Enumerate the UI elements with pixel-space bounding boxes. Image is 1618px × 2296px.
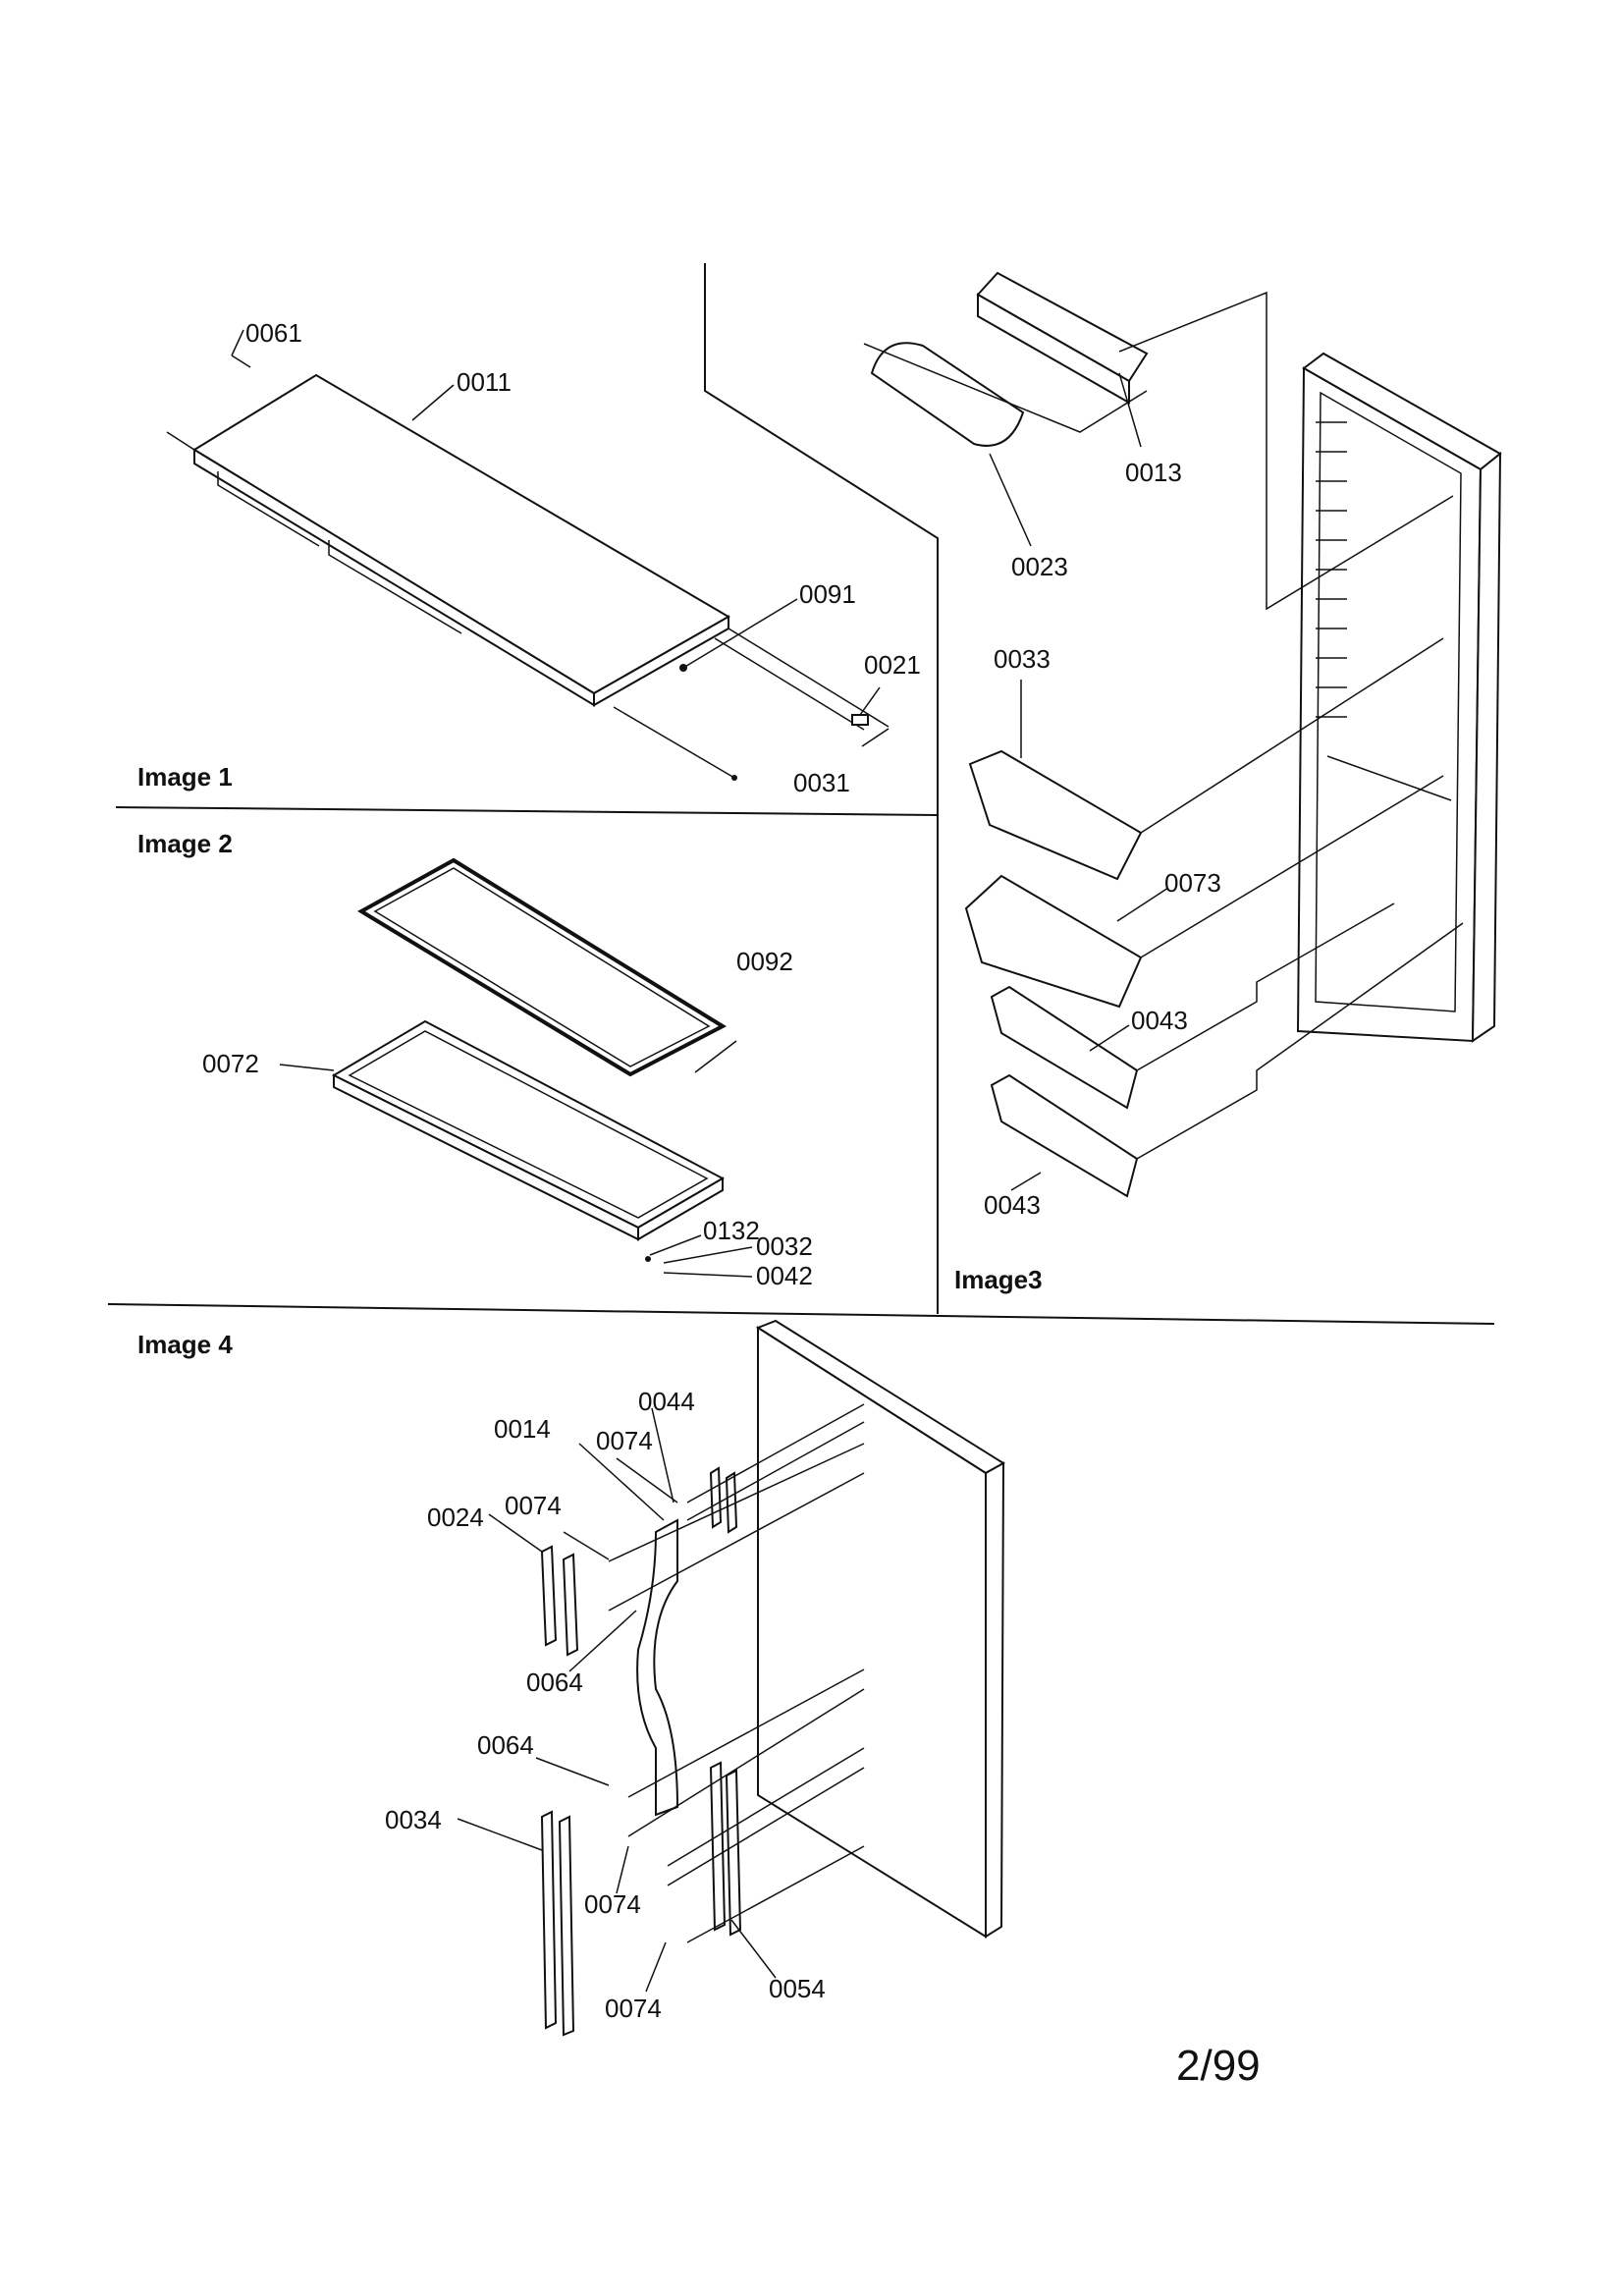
callout-0011: 0011 [457,367,512,397]
callout-0043-lower: 0043 [984,1190,1041,1220]
callout-0024: 0024 [427,1503,484,1532]
image4-door-handle-assembly [457,1319,1005,2037]
section-dividers [107,263,1495,1325]
callout-0013: 0013 [1125,458,1182,487]
callout-0074-bottom: 0074 [605,1994,662,2023]
section-label-image4: Image 4 [137,1330,233,1359]
callout-0064-lower: 0064 [477,1730,534,1760]
callout-0033: 0033 [994,644,1051,674]
image1-shelf-assembly [166,329,890,781]
callout-0074-top: 0074 [596,1426,653,1455]
callout-0054: 0054 [769,1974,826,2003]
callout-0061: 0061 [245,318,302,348]
callout-0021: 0021 [864,650,921,680]
callout-0092: 0092 [736,947,793,976]
image3-door-bins-assembly [863,271,1502,1198]
page-number: 2/99 [1176,2042,1261,2090]
callout-0064-upper: 0064 [526,1667,583,1697]
section-label-image3: Image3 [954,1265,1043,1294]
image2-glass-frame-assembly [279,857,753,1278]
callout-0091: 0091 [799,579,856,609]
callout-0044: 0044 [638,1387,695,1416]
callout-0074-mid: 0074 [584,1889,641,1919]
section-label-image2: Image 2 [137,829,233,858]
callout-0074-upper: 0074 [505,1491,562,1520]
callout-0023: 0023 [1011,552,1068,581]
liner-ribs [1316,421,1347,718]
callout-0073: 0073 [1164,868,1221,898]
callout-0132: 0132 [703,1216,760,1245]
callout-0042: 0042 [756,1261,813,1290]
callout-0034: 0034 [385,1805,442,1834]
callout-0014: 0014 [494,1414,551,1444]
callout-0072: 0072 [202,1049,259,1078]
callout-0043-upper: 0043 [1131,1006,1188,1035]
callout-0032: 0032 [756,1231,813,1261]
callout-0031: 0031 [793,768,850,797]
section-label-image1: Image 1 [137,762,233,792]
